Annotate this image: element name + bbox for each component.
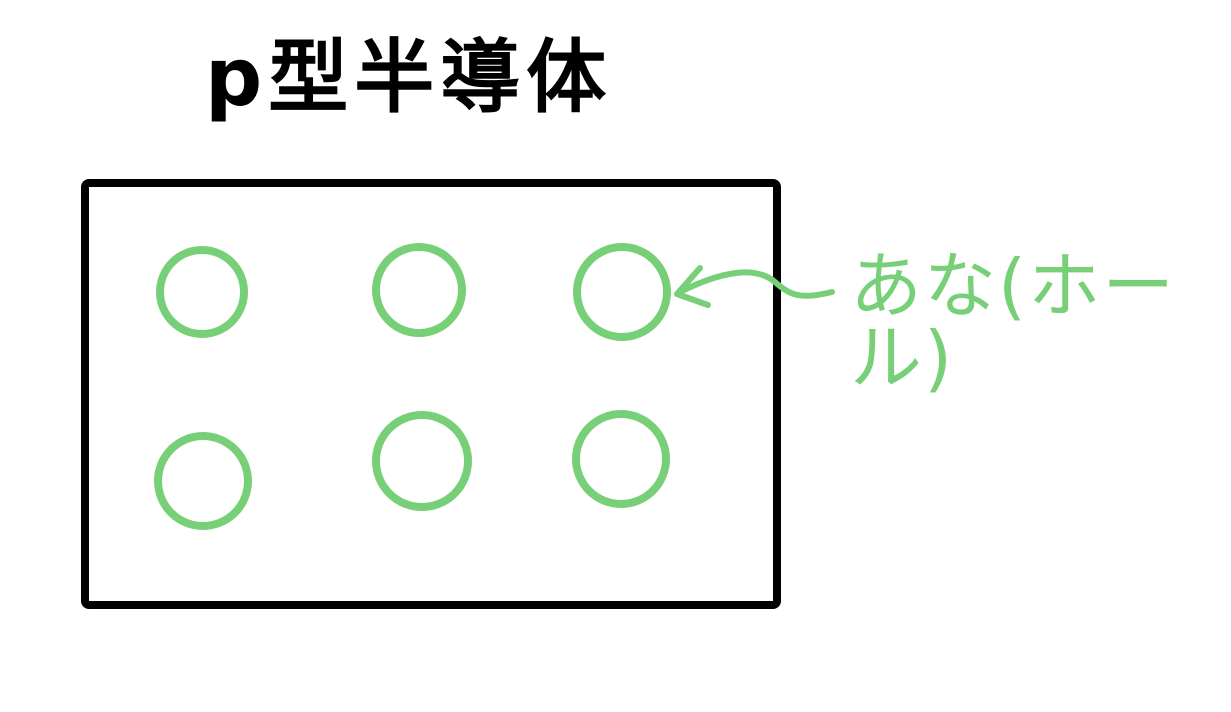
hole-circle-5 [372,411,472,511]
semiconductor-box [81,179,781,609]
hole-circle-4 [154,432,252,530]
hole-circle-2 [372,243,466,337]
holes-group [154,243,671,530]
arrow-head-icon [674,265,711,308]
hole-label: あな(ホール) [850,244,1177,400]
diagram-title: p型半導体 [205,31,613,124]
hole-circle-1 [156,246,248,338]
hole-circle-3 [573,243,671,341]
arrow-line [677,269,835,299]
hole-circle-6 [572,410,670,508]
